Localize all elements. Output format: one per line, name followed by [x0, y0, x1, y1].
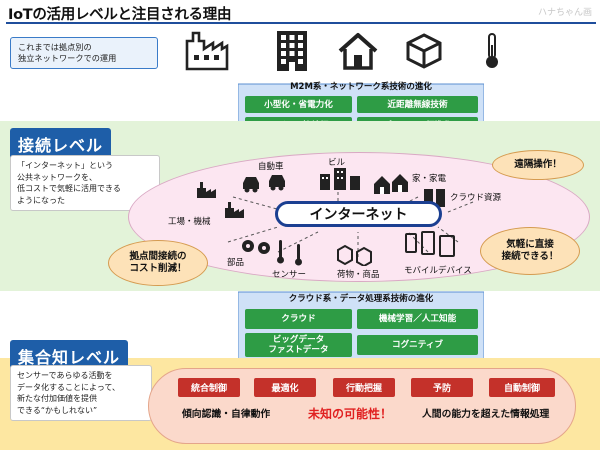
tech-item-short-range-wireless: 近距離無線技術 — [357, 96, 478, 113]
connection-level-label: 接続レベル — [10, 128, 112, 160]
connection-desc-line: 公共ネットワークを、 — [17, 172, 97, 182]
outcome-unknown-potential: 未知の可能性！ — [308, 407, 393, 421]
watermark: ハナちゃん画 — [537, 8, 592, 18]
thermometer-icon — [468, 28, 516, 74]
page-title: IoTの活用レベルと注目される理由 — [8, 7, 232, 23]
outcome-optimization: 最適化 — [254, 378, 316, 397]
outcome-beyond-human: 人間の能力を超えた情報処理 — [422, 409, 550, 420]
building-cluster-icon — [318, 168, 366, 190]
outcome-behavior-tracking: 行動把握 — [333, 378, 395, 397]
sensor-icon — [275, 238, 315, 266]
legacy-network-note: これまでは拠点別の 独立ネットワークでの運用 — [10, 37, 158, 69]
label-cars: 自動車 — [258, 162, 284, 172]
house-icon — [334, 28, 382, 74]
car-icon — [241, 173, 291, 195]
collective-desc-line: できる“かもしれない” — [17, 405, 98, 415]
cloud-tech-heading: クラウド系・データ処理系技術の進化 — [288, 294, 434, 304]
bubble-line: 拠点間接続の — [129, 251, 187, 262]
outcome-trend-recognition: 傾向認識・自律動作 — [182, 409, 271, 420]
bubble-line: 気軽に直接 — [506, 239, 554, 250]
outcome-integrated-control: 統合制御 — [178, 378, 240, 397]
label-goods: 荷物・商品 — [337, 270, 380, 280]
outcome-auto-control: 自動制御 — [489, 378, 555, 397]
bubble-line: 接続できる！ — [501, 251, 559, 262]
label-sensor: センサー — [272, 270, 307, 280]
collective-desc-line: センサーであらゆる活動を — [17, 371, 113, 380]
outcome-prevention: 予防 — [411, 378, 473, 397]
m2m-heading: M2M系・ネットワーク系技術の進化 — [290, 82, 432, 92]
factory-cluster-icon — [195, 178, 255, 222]
package-icon — [400, 28, 448, 74]
label-factory: 工場・機械 — [168, 217, 211, 227]
bubble-cost-reduction: 拠点間接続のコスト削減！ — [108, 240, 208, 286]
legacy-line-1: これまでは拠点別の — [18, 42, 92, 52]
legacy-line-2: 独立ネットワークでの運用 — [18, 53, 117, 63]
mobile-device-icon — [404, 230, 460, 262]
collective-desc-line: 新たな付加価値を提供 — [17, 394, 97, 403]
tech-item-cloud: クラウド — [245, 309, 352, 329]
label-buildings: ビル — [328, 158, 346, 168]
connection-desc-line: 低コストで気軽に活用できる — [17, 184, 121, 193]
home-cluster-icon — [372, 172, 412, 198]
building-icon — [268, 28, 316, 74]
gear-icon — [240, 236, 274, 258]
label-parts: 部品 — [227, 258, 245, 268]
bubble-remote-operation: 遠隔操作！ — [492, 150, 584, 180]
server-icon — [422, 187, 448, 209]
bubble-line: コスト削減！ — [129, 263, 187, 274]
collective-desc-line: データ化することによって、 — [17, 382, 120, 392]
title-divider — [6, 22, 596, 24]
label-cloud-resources: クラウド資源 — [450, 193, 502, 203]
tech-item-cognitive: コグニティブ — [357, 335, 478, 355]
internet-node: インターネット — [275, 201, 442, 227]
label-mobile: モバイルデバイス — [404, 266, 472, 276]
bubble-direct-connect: 気軽に直接接続できる！ — [480, 227, 580, 275]
label-homes: 家・家電 — [412, 174, 447, 184]
factory-icon — [183, 28, 231, 74]
tech-item-miniaturization: 小型化・省電力化 — [245, 96, 352, 113]
tech-item-big-data: ビッグデータ ファストデータ — [245, 333, 352, 357]
connection-desc-line: 「インターネット」という — [17, 161, 113, 170]
connection-desc-line: ようになった — [17, 195, 65, 205]
box-cluster-icon — [335, 244, 383, 266]
collective-level-description: センサーであらゆる活動を データ化することによって、 新たな付加価値を提供 でき… — [10, 365, 152, 421]
tech-item-machine-learning: 機械学習／人工知能 — [357, 309, 478, 329]
